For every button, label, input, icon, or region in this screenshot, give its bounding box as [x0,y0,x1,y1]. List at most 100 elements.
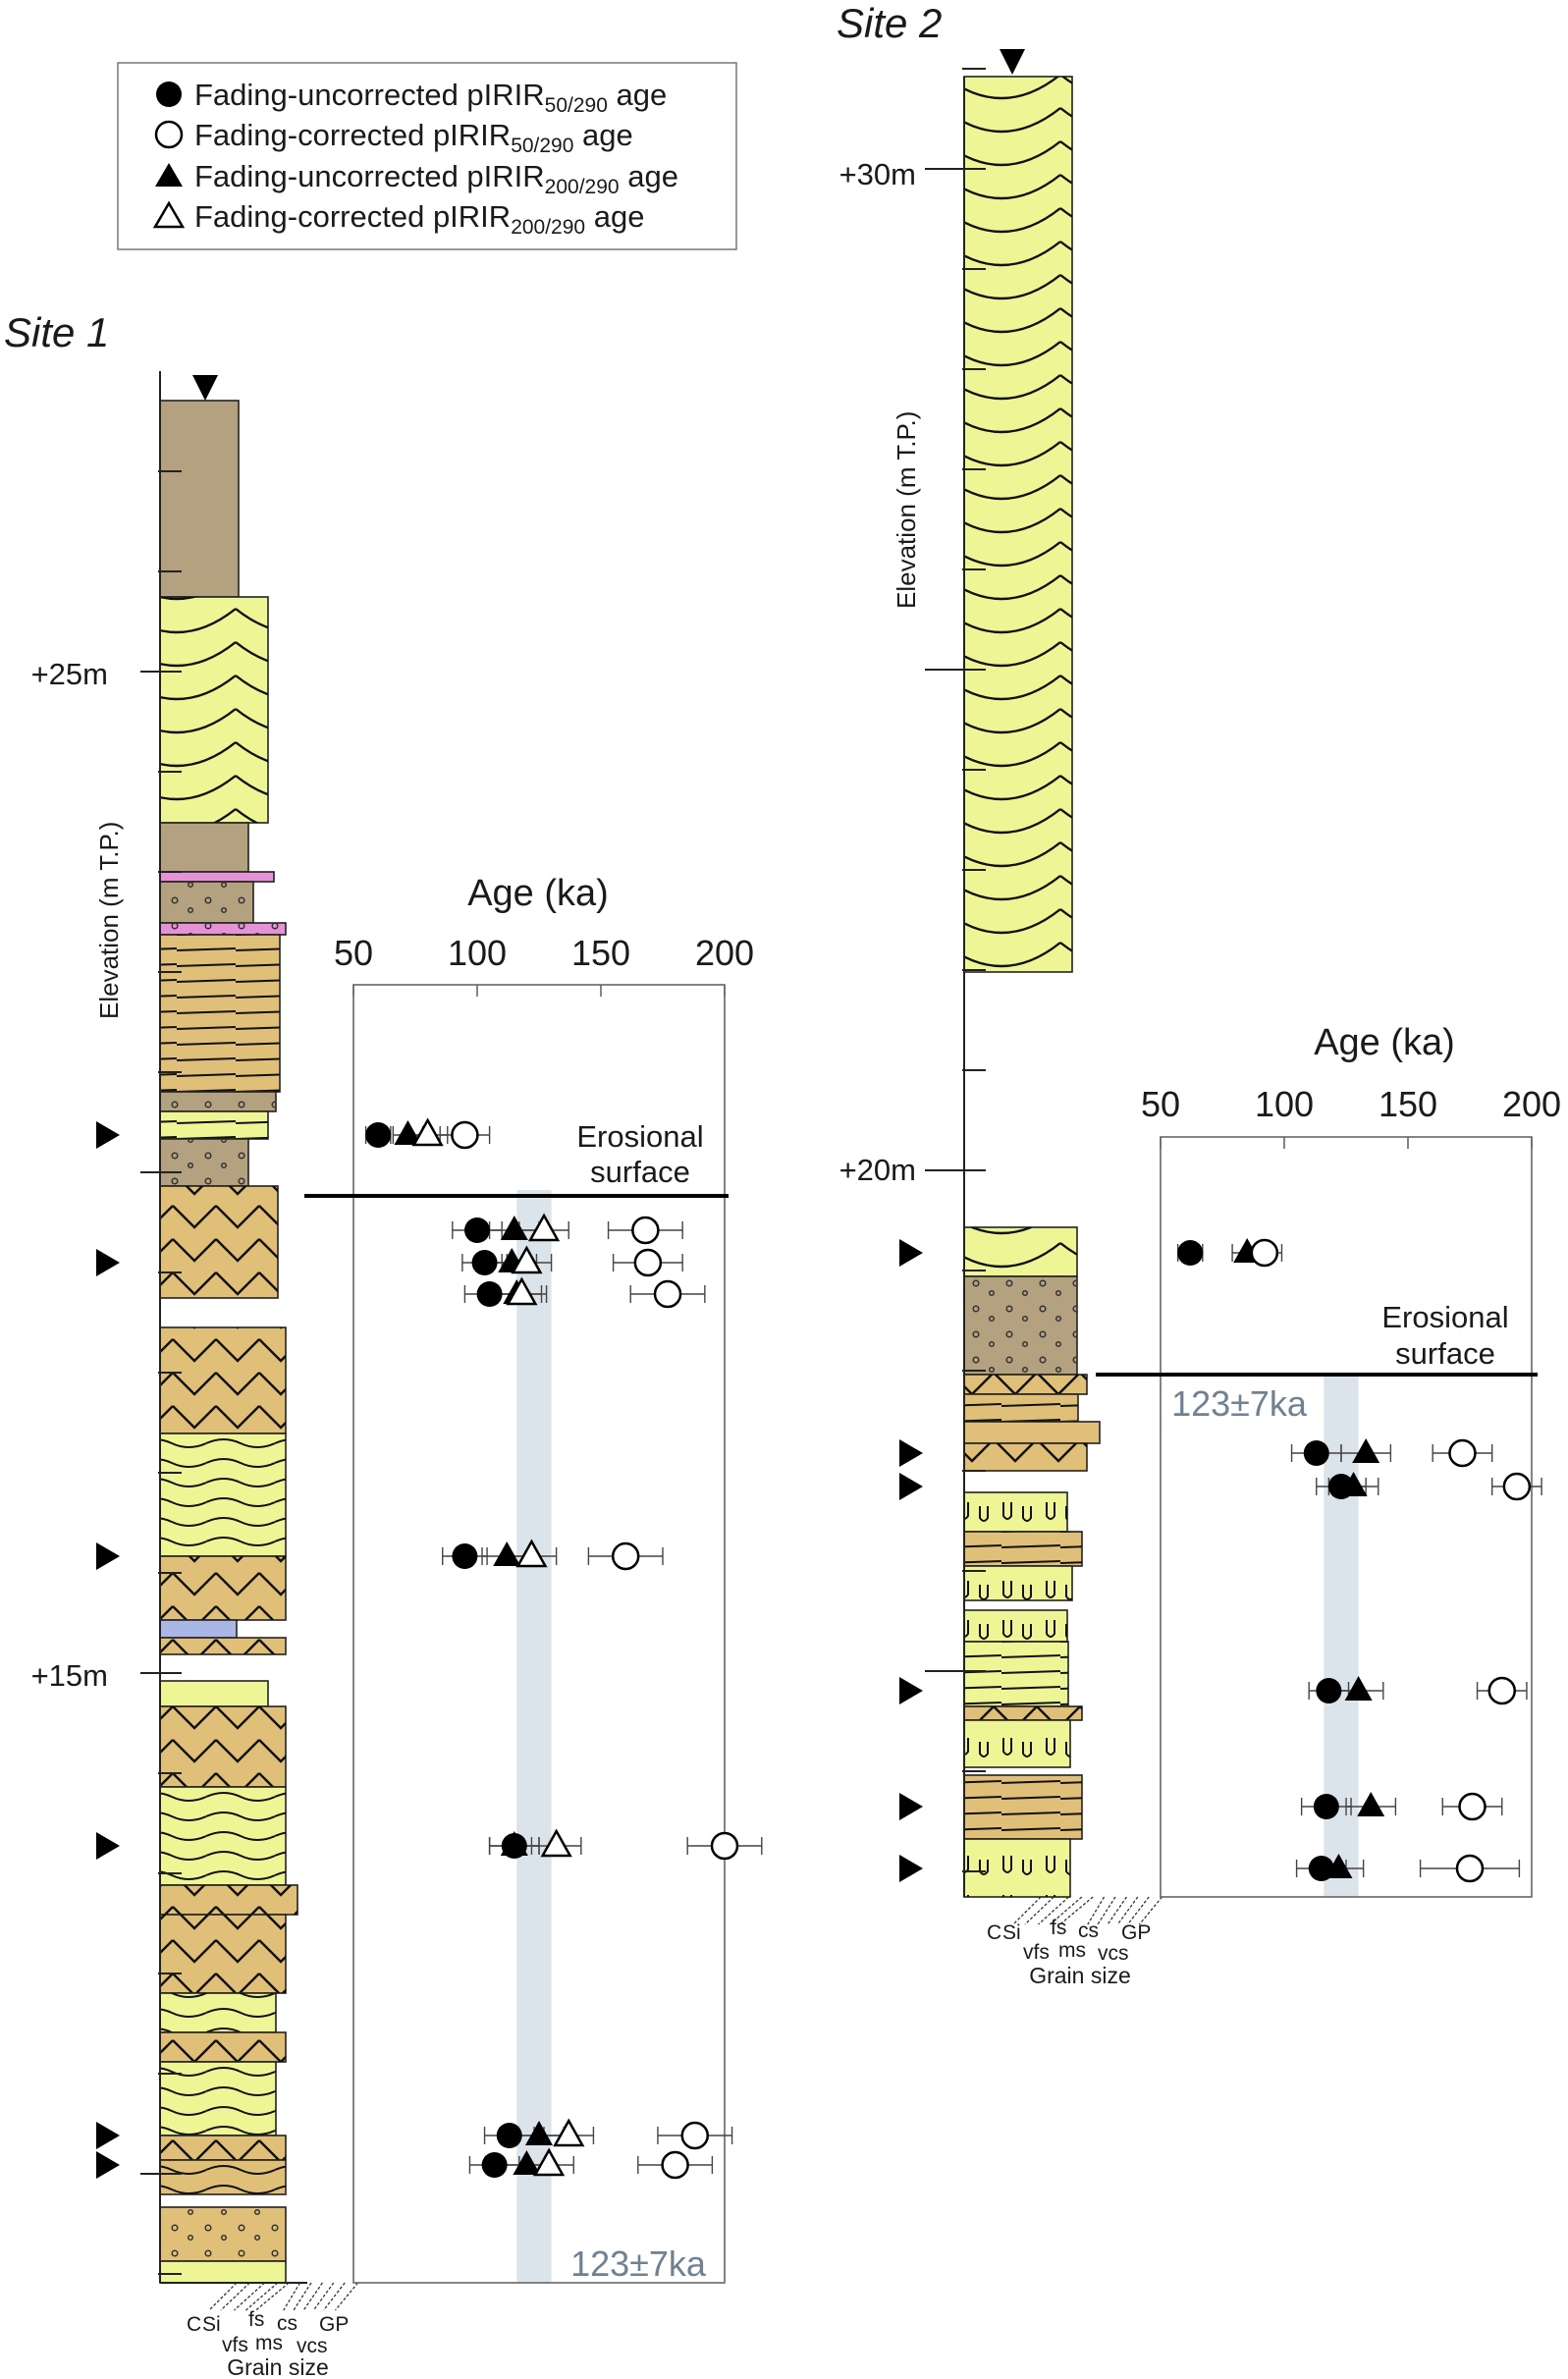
site1-age-tick-100: 100 [448,933,507,973]
legend-filled-circle-icon [156,81,182,107]
site1-elevation-label-15: +15m [31,1658,108,1693]
site1-point-corrected-50 [451,1120,479,1150]
site2-column-layer-pattern [964,1394,1078,1422]
site1-point-corrected-50 [633,1248,663,1277]
site1-point-corrected-50 [680,2121,710,2150]
site2-gs-gp: GP [1121,1921,1151,1944]
site2-sample-marker-icon [899,1473,923,1500]
site2-grain-tick [1012,1896,1042,1925]
site2-column-layer-pattern [964,1443,1087,1471]
site1-grain-tick [255,2282,290,2311]
site1-point-corrected-200 [515,1539,548,1568]
site1-sample-marker-icon [96,1121,120,1149]
site2-point-corrected-50 [1455,1854,1485,1883]
site1-column-layer-pattern [160,1139,248,1186]
site2-column-layer-pattern [964,1610,1067,1642]
site1-point-uncorrected-200 [500,1831,528,1856]
site1-age-band [516,1190,552,2283]
site2-title: Site 2 [837,0,942,46]
site1-point-uncorrected-50 [496,2123,522,2148]
site2-column-layer-pattern [964,1720,1070,1767]
site1-elevation-axis-title: Elevation (m T.P.) [94,822,124,1019]
site1-column-layer-pattern [160,1186,278,1298]
site1-point-uncorrected-50 [481,2152,508,2178]
site2-point-uncorrected-200 [1325,1854,1353,1878]
site1-column-layer-pattern [160,2207,286,2261]
site2-grain-tick [1127,1896,1150,1925]
site2-erosional-label-line1: Erosional [1381,1300,1508,1334]
legend-item-4: Fading-corrected pIRIR200/290 age [194,199,644,239]
site1-sample-marker-icon [96,2151,120,2179]
site1-erosional-label-line2: surface [590,1155,690,1189]
legend-frame [117,62,737,250]
site1-column-layer-pattern [160,1092,276,1111]
site2-age-tick-200: 200 [1502,1084,1561,1124]
site2-age-tick-150: 150 [1379,1084,1437,1124]
site1-point-uncorrected-200 [525,2121,553,2145]
site1-erosional-label-line1: Erosional [576,1119,703,1154]
site2-elevation-axis-title: Elevation (m T.P.) [892,411,921,609]
site1-column-layer-pattern [160,935,280,1092]
site1-gs-vfs: vfs [222,2334,248,2356]
site1-elevation-label-25: +25m [31,657,108,691]
site1-column-layer-pattern [160,1556,286,1620]
legend-open-circle-icon [154,120,184,149]
legend: Fading-uncorrected pIRIR50/290 age Fadin… [117,62,737,250]
legend-item-2: Fading-corrected pIRIR50/290 age [194,118,633,157]
site1-point-corrected-200 [511,1245,543,1274]
site1-column-layer-pattern [160,923,286,935]
site2-gs-vcs: vcs [1098,1942,1129,1965]
site1-column-layer-pattern [160,1433,286,1556]
site1-panel-frame [352,984,726,2284]
site2-grain-tick [1049,1896,1083,1925]
site1-grain-tick [208,2282,238,2311]
site1-point-uncorrected-50 [365,1122,392,1148]
site1-grain-tick [334,2282,359,2311]
site1-column-layer-pattern [160,1915,286,1993]
site1-point-corrected-50 [611,1541,640,1571]
site1-column-layer [159,1680,269,1707]
site2-top-marker-icon [1000,49,1025,75]
site1-grain-size-title: Grain size [227,2354,329,2379]
site2-point-corrected-50 [1458,1792,1487,1821]
site2-point-uncorrected-50 [1177,1240,1204,1266]
site2-column-layer-pattern [964,1492,1067,1532]
site1-column-layer [159,2260,287,2284]
site1-column-layer-pattern [160,2032,286,2062]
site2-grain-size-scale: C Si fs cs GP vfs ms vcs Grain size [987,1917,1151,1988]
site1-gs-gp: GP [319,2313,349,2336]
site2-grain-tick [1138,1896,1163,1925]
site1-age-axis-title: Age (ka) [467,873,609,914]
site1-point-corrected-50 [710,1831,739,1861]
site1-sample-marker-icon [96,1249,120,1276]
legend-filled-triangle-icon [155,163,183,187]
site1-column-layer [159,400,240,598]
site2-point-uncorrected-200 [1339,1472,1368,1496]
site1-sample-marker-icon [96,1832,120,1860]
site2-point-uncorrected-50 [1316,1678,1342,1703]
site1-point-uncorrected-200 [394,1120,422,1145]
site1-column-layer [159,822,249,873]
site2-erosional-label-line2: surface [1395,1336,1495,1371]
site1-column-layer-pattern [160,597,268,823]
site2-gs-fs: fs [1051,1917,1066,1939]
site1-gs-vcs: vcs [297,2335,328,2357]
site2-gs-si: Si [1002,1921,1021,1944]
site1-top-marker-icon [192,375,218,401]
site2-point-uncorrected-200 [1344,1676,1373,1701]
site1-grain-tick [323,2282,346,2311]
site2-point-corrected-50 [1502,1472,1532,1501]
site2-elevation-label-30: +30m [839,157,916,191]
site1-point-corrected-200 [532,2147,566,2177]
site1-age-tick-200: 200 [695,933,754,973]
site1-grain-tick [293,2282,312,2311]
site1-band-label: 123±7ka [570,2244,707,2284]
site2-grain-tick [1116,1896,1139,1925]
site1-gs-c: C [187,2313,201,2336]
site2-gs-cs: cs [1078,1919,1099,1942]
legend-item-3: Fading-uncorrected pIRIR200/290 age [194,159,678,198]
site2-point-uncorrected-200 [1357,1792,1385,1816]
site1-point-uncorrected-200 [500,1216,528,1240]
site1-gs-ms: ms [255,2332,283,2354]
site2-column-layer-pattern [964,77,1072,972]
